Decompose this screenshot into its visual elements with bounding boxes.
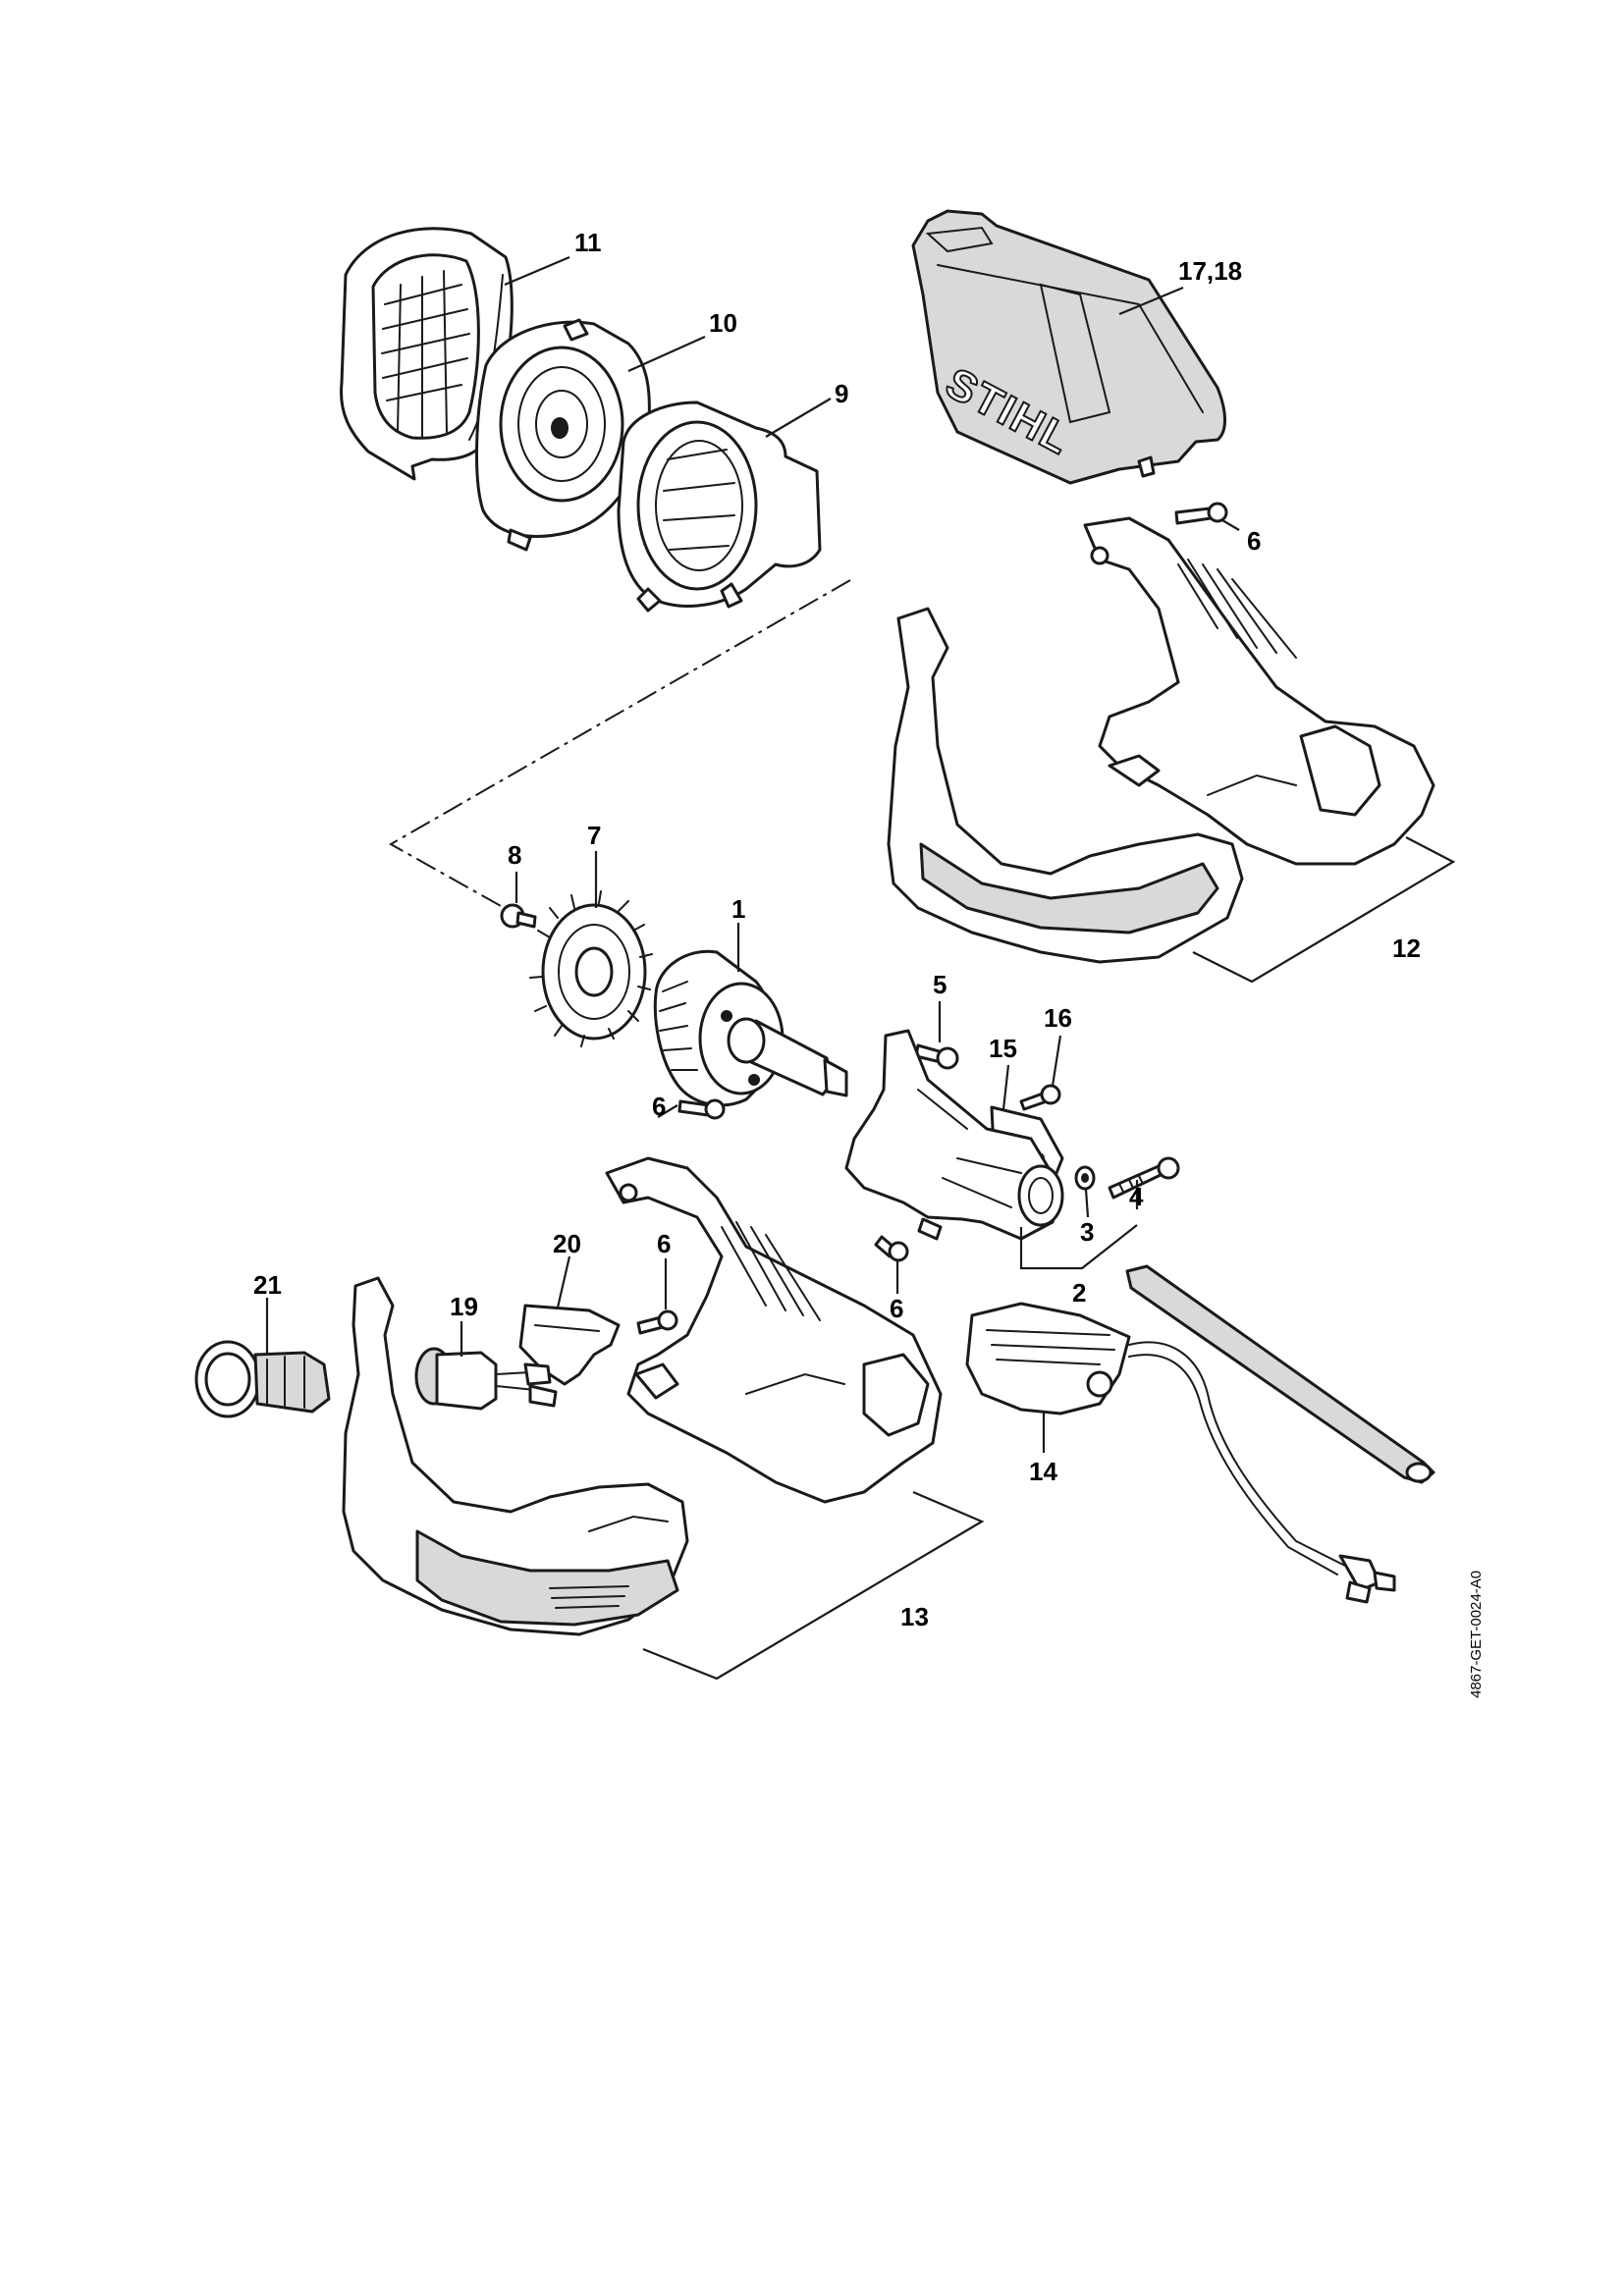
- callout-8: 8: [508, 840, 521, 870]
- callout-6-top: 6: [1247, 526, 1261, 556]
- leader-12: [1192, 836, 1456, 984]
- screw-8: [500, 903, 537, 929]
- drawing-reference: 4867-GET-0024-A0: [1468, 1571, 1485, 1698]
- part-17-18-top-cover: STIHL: [911, 209, 1226, 485]
- callout-13: 13: [900, 1602, 929, 1631]
- leader-13: [642, 1490, 985, 1681]
- callout-21: 21: [253, 1270, 282, 1300]
- callout-17-18: 17,18: [1178, 256, 1242, 286]
- callout-15: 15: [989, 1034, 1017, 1063]
- callout-20: 20: [553, 1229, 581, 1258]
- callout-7: 7: [587, 821, 601, 850]
- leader-lines: [265, 255, 1240, 1453]
- leader-2: [1019, 1224, 1138, 1270]
- screw-16: [1019, 1084, 1061, 1111]
- part-10-fan-housing: [475, 318, 651, 552]
- callout-12: 12: [1392, 934, 1421, 963]
- callout-11: 11: [574, 228, 602, 257]
- callout-16: 16: [1044, 1003, 1072, 1033]
- callout-10: 10: [709, 308, 737, 338]
- part-1-motor: [653, 949, 848, 1107]
- part-4-long-screw: [1108, 1156, 1180, 1200]
- callout-4: 4: [1129, 1182, 1144, 1211]
- callout-6-low: 6: [890, 1294, 903, 1323]
- callout-6-mid: 6: [652, 1092, 666, 1121]
- screw-6-left: [636, 1309, 678, 1335]
- screw-6-mid: [677, 1098, 726, 1120]
- part-19-socket: [414, 1347, 558, 1411]
- screw-6-top: [1174, 502, 1228, 525]
- part-12-housing-half-right: [887, 516, 1435, 964]
- callout-5: 5: [933, 970, 947, 999]
- callout-9: 9: [835, 379, 848, 408]
- part-rod: [1125, 1264, 1435, 1484]
- callout-labels: 11 10 9 17,18 6 8 7 1 12 5 16 15 6 3 4 2…: [253, 228, 1421, 1631]
- callout-19: 19: [450, 1292, 478, 1321]
- callout-3: 3: [1080, 1217, 1094, 1247]
- callout-2: 2: [1072, 1278, 1086, 1308]
- callout-14: 14: [1029, 1457, 1057, 1486]
- part-13-housing-half-left-front: [342, 1276, 689, 1636]
- part-13-housing-half-left-back: [605, 1156, 943, 1504]
- callout-1: 1: [731, 894, 745, 924]
- part-11-fan-cover: [340, 227, 514, 481]
- part-3-washer: [1074, 1165, 1096, 1191]
- part-9-fan-shroud: [617, 400, 822, 613]
- part-20-bracket: [518, 1304, 621, 1386]
- screw-6-low: [874, 1235, 909, 1262]
- part-7-fan-wheel: [529, 890, 653, 1047]
- part-2-gear-housing: [844, 1029, 1064, 1241]
- dashed-reference-line: [388, 579, 851, 921]
- part-21-plug: [194, 1340, 331, 1418]
- part-14-switch-cable: [965, 1302, 1396, 1604]
- callout-6-left: 6: [657, 1229, 671, 1258]
